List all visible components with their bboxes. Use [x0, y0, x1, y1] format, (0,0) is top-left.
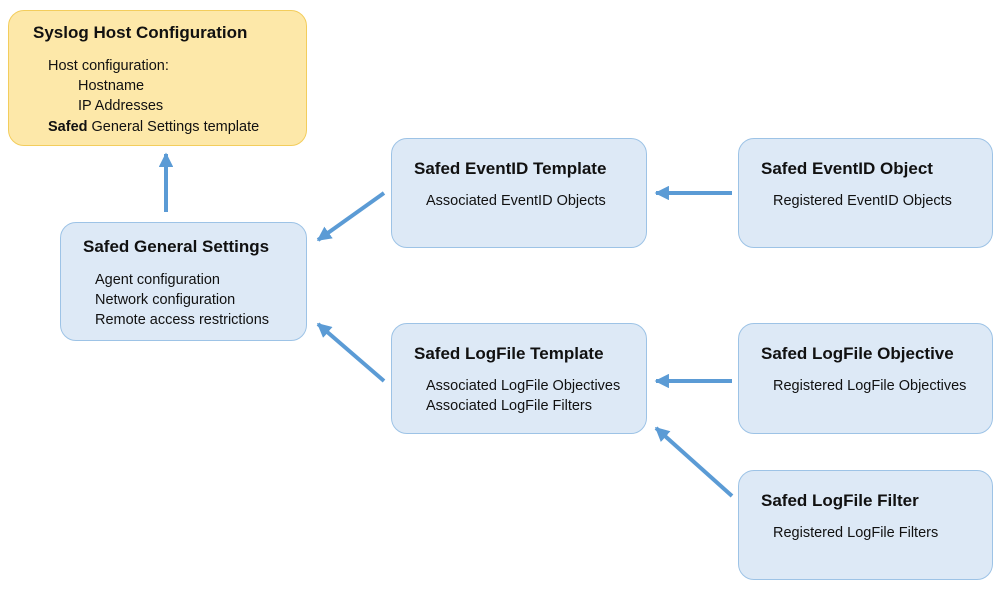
arrow-logfile-filter-to-template	[654, 426, 734, 498]
eventid-object-line-registered: Registered EventID Objects	[773, 193, 952, 209]
logfile-objective-title: Safed LogFile Objective	[761, 344, 954, 363]
syslog-host-configuration-box: Syslog Host Configuration Host configura…	[8, 10, 307, 146]
eventid-template-title: Safed EventID Template	[414, 159, 607, 178]
logfile-template-line-filters: Associated LogFile Filters	[426, 398, 593, 414]
logfile-objective-line-registered: Registered LogFile Objectives	[773, 378, 967, 394]
safed-bold-label: Safed	[48, 119, 88, 135]
general-settings-line-agent: Agent configuration	[95, 272, 220, 288]
logfile-filter-box: Safed LogFile Filter Registered LogFile …	[738, 470, 993, 580]
eventid-template-line-associated: Associated EventID Objects	[426, 193, 606, 209]
general-settings-line-remote: Remote access restrictions	[95, 312, 270, 328]
arrow-logfile-template-to-general	[316, 322, 386, 383]
syslog-host-line-host-configuration: Host configuration:	[48, 58, 169, 74]
general-settings-box: Safed General Settings Agent configurati…	[60, 222, 307, 341]
logfile-template-title: Safed LogFile Template	[414, 344, 604, 363]
eventid-template-box: Safed EventID Template Associated EventI…	[391, 138, 647, 248]
logfile-objective-box: Safed LogFile Objective Registered LogFi…	[738, 323, 993, 434]
logfile-template-line-objectives: Associated LogFile Objectives	[426, 378, 621, 394]
eventid-object-title: Safed EventID Object	[761, 159, 933, 178]
logfile-filter-title: Safed LogFile Filter	[761, 491, 919, 510]
logfile-template-box: Safed LogFile Template Associated LogFil…	[391, 323, 647, 434]
general-settings-title: Safed General Settings	[83, 237, 270, 256]
logfile-filter-line-registered: Registered LogFile Filters	[773, 525, 939, 541]
arrow-eventid-template-to-general	[316, 191, 386, 242]
syslog-host-line-ip-addresses: IP Addresses	[78, 98, 164, 114]
syslog-host-line-template: Safed General Settings template	[48, 119, 259, 135]
syslog-host-line-hostname: Hostname	[78, 78, 145, 94]
eventid-object-box: Safed EventID Object Registered EventID …	[738, 138, 993, 248]
general-settings-template-label: General Settings template	[87, 119, 260, 135]
syslog-host-title: Syslog Host Configuration	[33, 23, 248, 42]
general-settings-line-network: Network configuration	[95, 292, 236, 308]
